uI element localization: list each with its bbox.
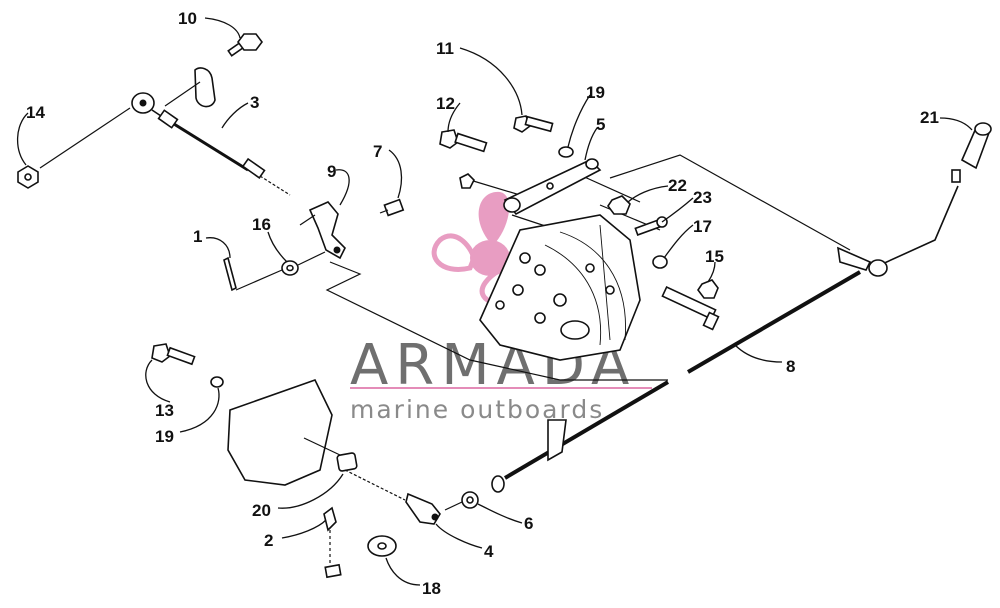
part-19-lockwasher-upper xyxy=(558,146,574,158)
label-22: 22 xyxy=(668,176,687,195)
part-12-bolt xyxy=(439,129,488,153)
long-bolt xyxy=(661,285,720,331)
part-14-nut xyxy=(17,165,39,189)
label-2: 2 xyxy=(264,531,273,550)
engine-housing xyxy=(479,214,641,361)
part-9-lever xyxy=(299,201,346,260)
label-20: 20 xyxy=(252,501,271,520)
label-3: 3 xyxy=(250,93,259,112)
part-4-rod-end xyxy=(405,492,441,525)
cover-plate xyxy=(227,379,341,486)
part-7-pin xyxy=(379,198,405,217)
label-15: 15 xyxy=(705,247,724,266)
small-nut xyxy=(459,173,475,189)
part-23-screw xyxy=(634,216,668,236)
part-8-shaft xyxy=(491,185,959,493)
label-5: 5 xyxy=(596,115,605,134)
label-19-lower: 19 xyxy=(155,427,174,446)
part-2-cotter-pin xyxy=(323,506,342,579)
label-18: 18 xyxy=(422,579,441,598)
label-1: 1 xyxy=(193,227,202,246)
label-21: 21 xyxy=(920,108,939,127)
label-13: 13 xyxy=(155,401,174,420)
part-6-washer xyxy=(461,491,479,509)
label-4: 4 xyxy=(484,542,494,561)
label-10: 10 xyxy=(178,9,197,28)
label-6: 6 xyxy=(524,514,533,533)
label-19-upper: 19 xyxy=(586,83,605,102)
part-11-bolt xyxy=(513,115,554,133)
part-19-lockwasher-lower xyxy=(210,376,224,388)
part-22-nut xyxy=(607,195,631,215)
label-14: 14 xyxy=(26,103,45,122)
part-17-washer xyxy=(652,255,668,269)
watermark-tagline: marine outboards xyxy=(350,395,604,424)
leader-lines xyxy=(16,17,973,586)
label-7: 7 xyxy=(373,142,382,161)
label-16: 16 xyxy=(252,215,271,234)
part-15-nut xyxy=(697,279,719,299)
part-13-bolt xyxy=(151,343,196,366)
part-1-cotter-pin xyxy=(223,256,237,292)
part-16-washer xyxy=(235,251,326,291)
part-5-bracket xyxy=(503,158,602,216)
label-11: 11 xyxy=(436,39,454,58)
watermark: ARMADA marine outboards xyxy=(350,191,652,424)
part-20-bushing xyxy=(336,452,358,472)
part-labels: 10 3 14 9 7 16 1 11 12 19 5 22 23 17 15 … xyxy=(26,9,939,598)
part-18-washer xyxy=(367,535,397,557)
label-17: 17 xyxy=(693,217,712,236)
part-3-control-rod xyxy=(39,67,291,196)
label-9: 9 xyxy=(327,162,336,181)
label-23: 23 xyxy=(693,188,712,207)
part-10-bolt xyxy=(227,33,263,57)
label-8: 8 xyxy=(786,357,795,376)
label-12: 12 xyxy=(436,94,455,113)
part-21-handle xyxy=(951,122,992,183)
